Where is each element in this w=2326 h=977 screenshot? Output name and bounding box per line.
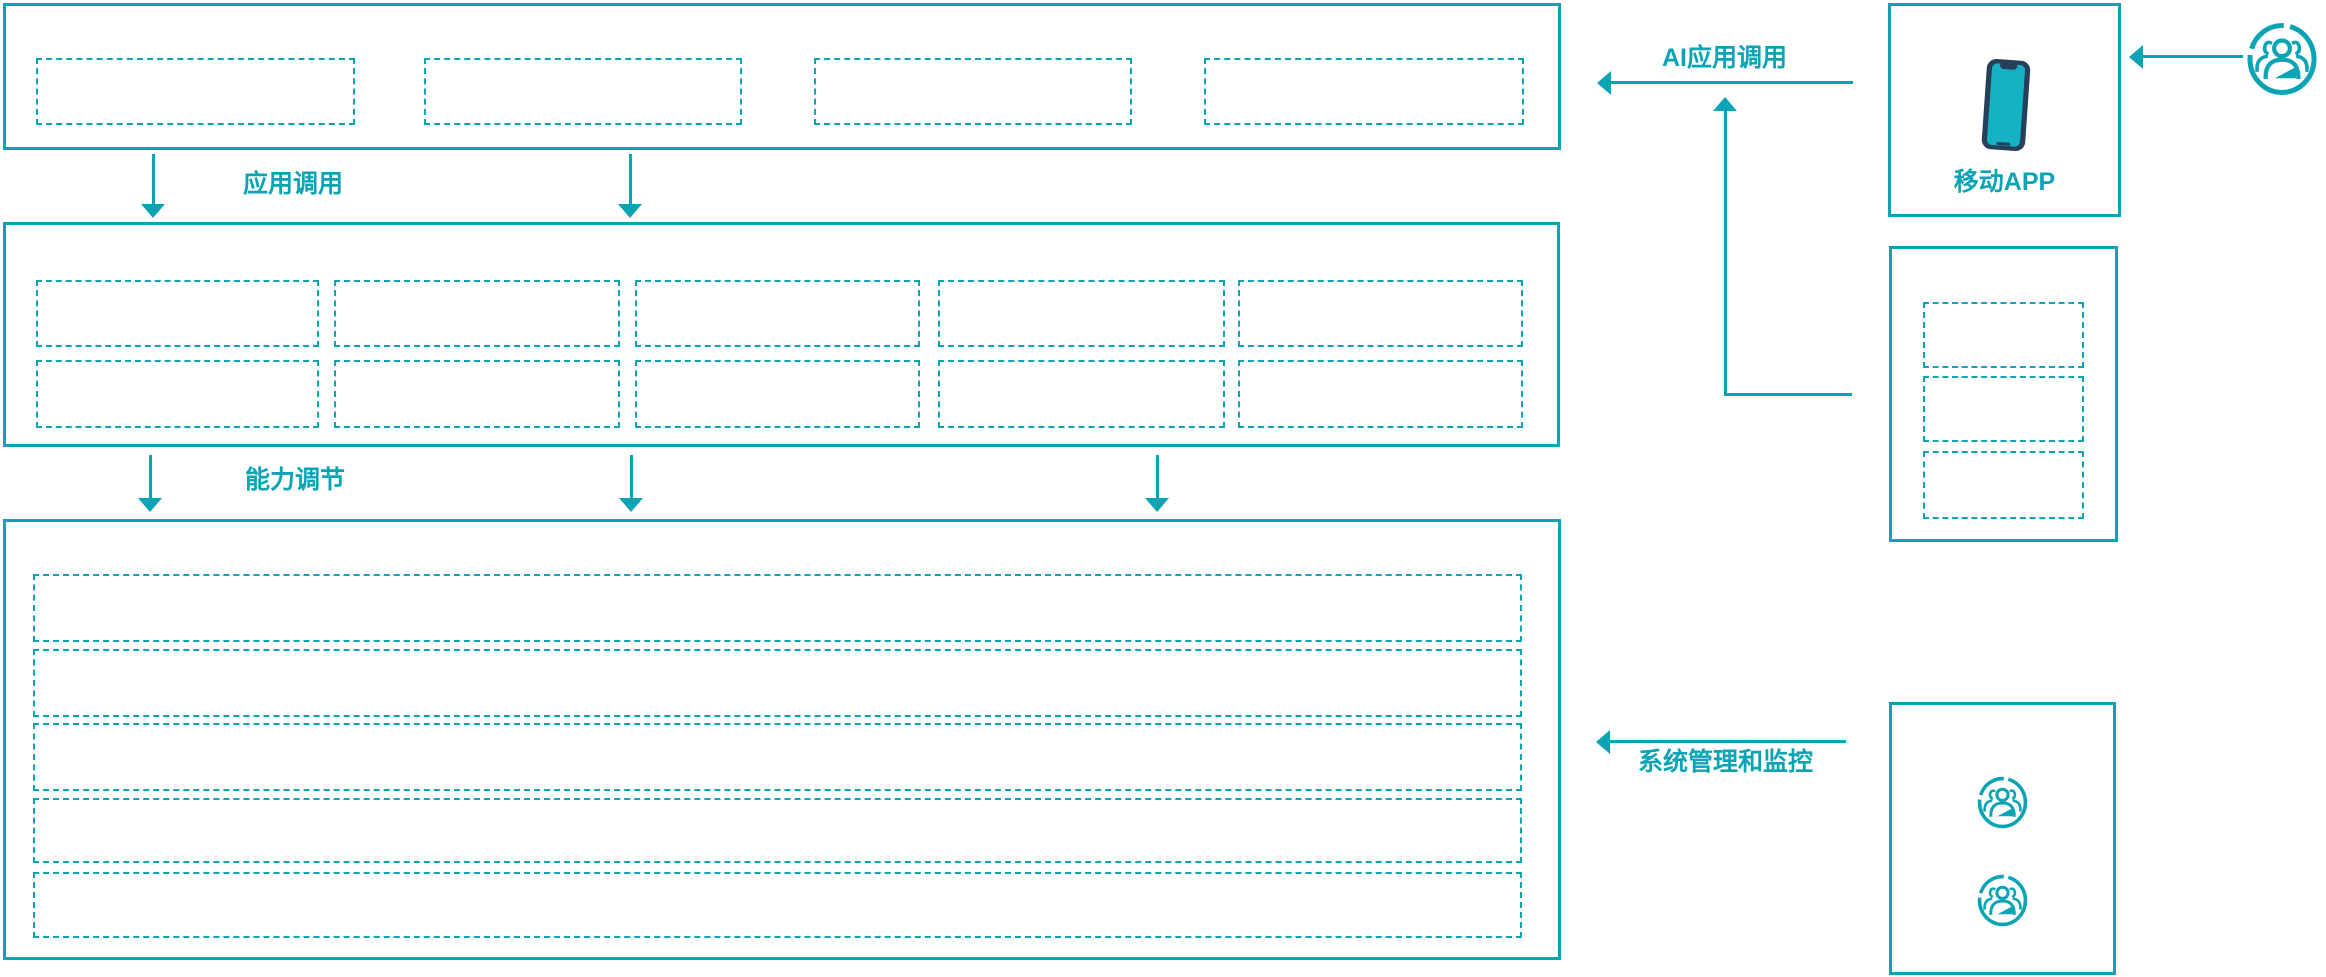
application-placeholder-box [36, 58, 355, 125]
capability-placeholder-box [1238, 360, 1523, 428]
capability-placeholder-box [334, 280, 620, 347]
arrow-left-icon [2129, 45, 2143, 69]
arrow-left-icon [1597, 71, 1611, 95]
application-layer-panel [3, 3, 1561, 150]
arrow-down-icon [618, 204, 642, 218]
channel-placeholder-box [1923, 302, 2084, 368]
user-group-icon [1977, 776, 2028, 829]
capability-placeholder-box [36, 280, 319, 347]
arrow-down-icon [1145, 498, 1169, 512]
channel-connector-line [1724, 393, 1852, 396]
capability-arrow-line [149, 455, 152, 499]
system-monitor-label: 系统管理和监控 [1638, 748, 1814, 776]
capability-placeholder-box [635, 280, 920, 347]
platform-placeholder-row [33, 574, 1522, 642]
app-call-arrow-line [152, 154, 155, 205]
mobile-app-label: 移动APP [1953, 168, 2056, 196]
ai-app-call-label: AI应用调用 [1662, 44, 1788, 72]
platform-placeholder-row [33, 798, 1522, 863]
capability-layer-panel [3, 222, 1560, 447]
arrow-up-icon [1713, 97, 1737, 111]
app-call-label: 应用调用 [243, 170, 344, 198]
channel-placeholder-box [1923, 451, 2084, 519]
user-to-app-arrow-line [2143, 55, 2243, 58]
system-monitor-arrow-line [1610, 740, 1846, 743]
capability-arrow-line [1156, 455, 1159, 499]
arrow-down-icon [141, 204, 165, 218]
capability-arrow-line [630, 455, 633, 499]
user-group-icon [2246, 22, 2318, 96]
app-call-arrow-line [629, 154, 632, 205]
user-group-icon [1977, 874, 2028, 927]
platform-placeholder-row [33, 872, 1522, 938]
capability-placeholder-box [1238, 280, 1523, 347]
capability-placeholder-box [938, 360, 1225, 428]
ai-app-call-arrow-line [1611, 81, 1853, 84]
arrow-down-icon [619, 498, 643, 512]
platform-placeholder-row [33, 649, 1522, 717]
capability-placeholder-box [938, 280, 1225, 347]
channel-connector-line [1724, 110, 1727, 395]
mobile-phone-icon [1977, 56, 2035, 153]
capability-placeholder-box [334, 360, 620, 428]
application-placeholder-box [814, 58, 1132, 125]
channel-panel [1889, 246, 2118, 542]
platform-placeholder-row [33, 723, 1522, 791]
capability-placeholder-box [36, 360, 319, 428]
arrow-left-icon [1596, 730, 1610, 754]
admin-panel [1889, 702, 2116, 975]
application-placeholder-box [424, 58, 742, 125]
capability-placeholder-box [635, 360, 920, 428]
capability-adjust-label: 能力调节 [245, 466, 346, 494]
platform-layer-panel [3, 519, 1561, 960]
channel-placeholder-box [1923, 376, 2084, 442]
application-placeholder-box [1204, 58, 1524, 125]
arrow-down-icon [138, 498, 162, 512]
